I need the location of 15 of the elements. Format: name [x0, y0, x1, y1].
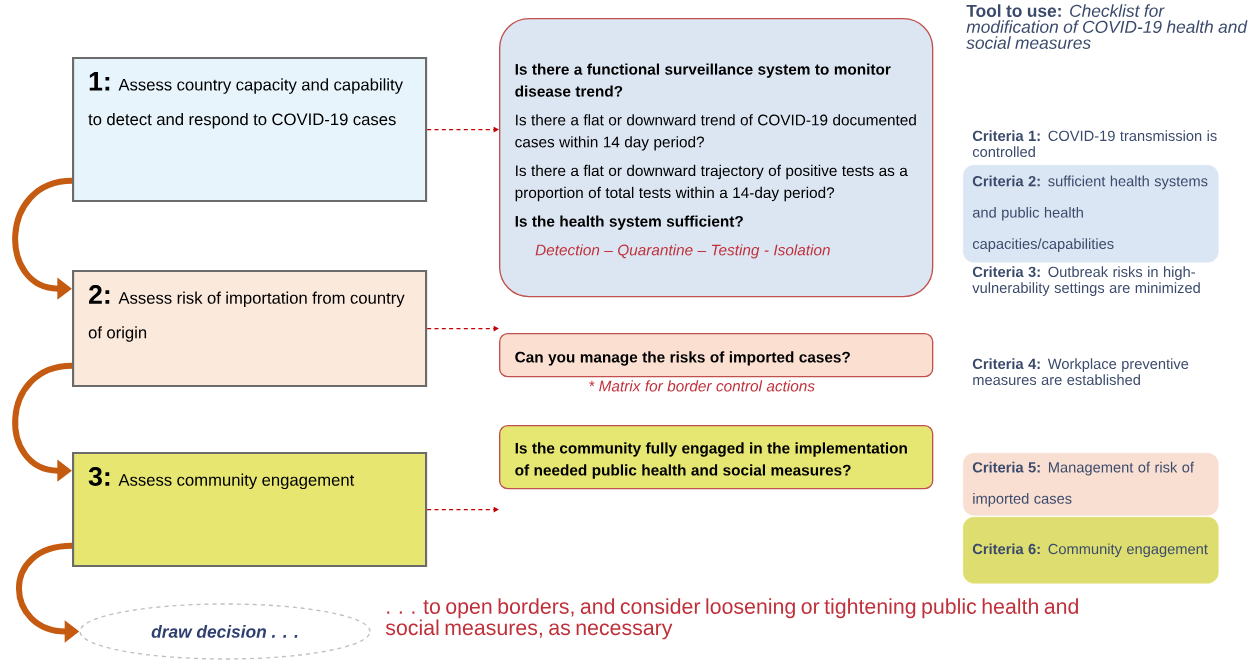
- criteria-text: Criteria 4: Workplace preventive measures are established: [972, 358, 1189, 385]
- note-text: * Matrix for border control actions: [589, 380, 815, 392]
- criteria-box: Criteria 5: Management of risk of imported cases: [963, 453, 1219, 516]
- heading-text: Tool to use: Checklist for modification of COVID-19 health and social measures: [966, 4, 1248, 49]
- criteria-text: Criteria 3: Outbreak risks in high-vulnerability settings are minimized: [972, 266, 1200, 296]
- criteria-box: Criteria 6: Community engagement: [963, 517, 1219, 584]
- step-box: 3: Assess community engagement: [72, 452, 428, 568]
- question-box: Can you manage the risks of imported cases?: [499, 333, 934, 378]
- decision-text: . . . to open borders, and consider loosening or tightening public health and social measures, as necessary: [385, 598, 1078, 640]
- question-box: Is the community fully engaged in the implementation of needed public health and social measures?: [499, 425, 934, 490]
- criteria-text: Criteria 1: COVID-19 transmission is controlled: [972, 130, 1217, 158]
- step-box: 2: Assess risk of importation from country of origin: [72, 270, 428, 388]
- question-box: Is there a functional surveillance system to monitor disease trend? Is there a flat or downward trend of COVID-19 documented cases within 14 day period? Is there a flat or downward trajectory of positive tests as a proportion of total tests within a 14-day period? Is the health system sufficient? Detection – Quarantine – Testing - Isolation: [499, 18, 934, 298]
- step-box: 1: Assess country capacity and capability to detect and respond to COVID-19 cases: [72, 57, 428, 203]
- criteria-box: Criteria 2: sufficient health systems and public health capacities/capabilities: [963, 165, 1219, 263]
